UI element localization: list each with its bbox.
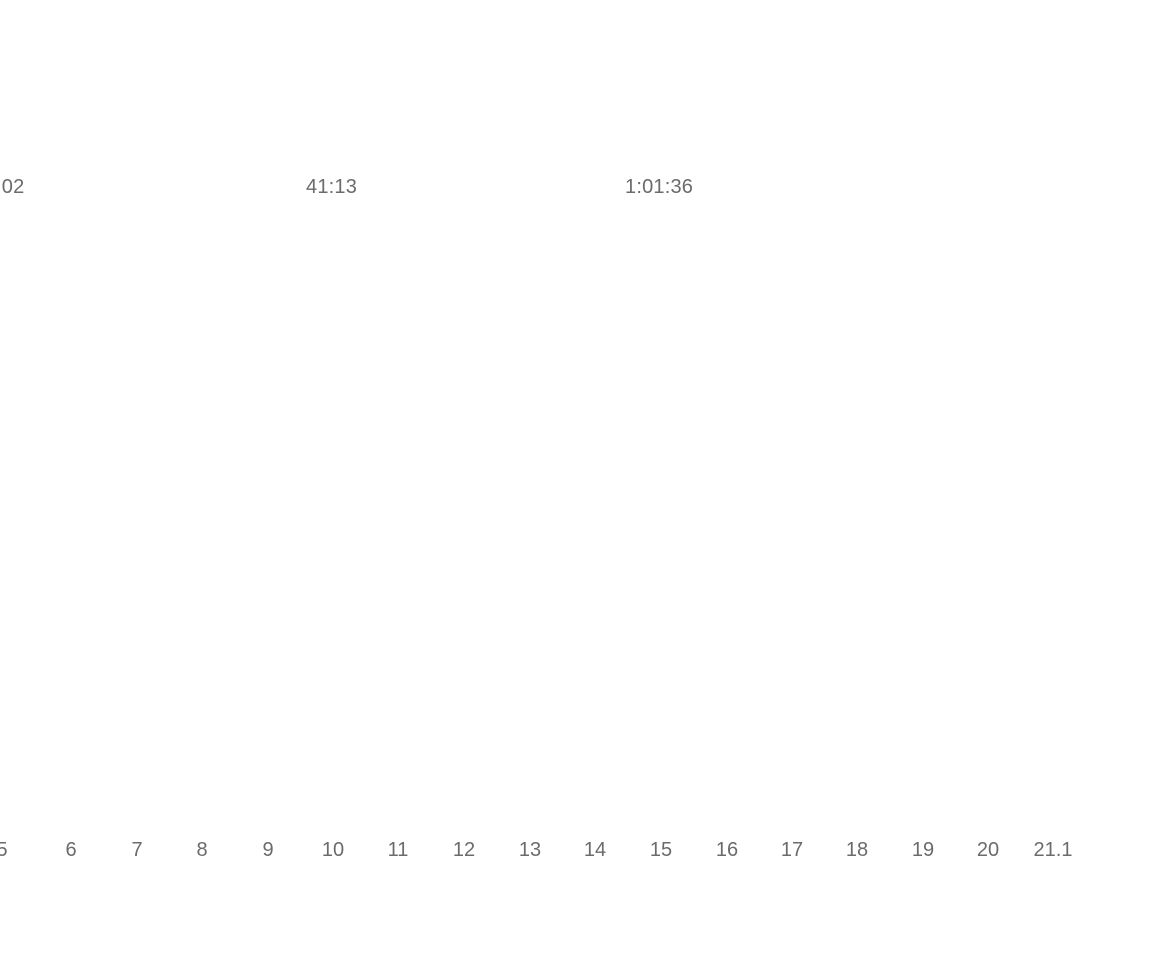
km-marker-label: 10 (321, 839, 345, 861)
km-marker-label: 19 (911, 839, 935, 861)
km-marker-label: 12 (452, 839, 476, 861)
km-marker-label: 5 (0, 839, 8, 861)
km-marker-label: 14 (583, 839, 607, 861)
split-time-label: 1:01:36 (625, 176, 694, 198)
split-time-label: :02 (0, 176, 25, 198)
km-marker-label: 17 (780, 839, 804, 861)
km-marker-label: 13 (518, 839, 542, 861)
km-marker-label: 6 (65, 839, 77, 861)
km-marker-label: 15 (649, 839, 673, 861)
split-time-label: 41:13 (306, 176, 358, 198)
km-marker-label: 9 (262, 839, 274, 861)
km-marker-label: 21.1 (1033, 839, 1073, 861)
km-marker-label: 7 (131, 839, 143, 861)
km-marker-label: 8 (196, 839, 208, 861)
km-marker-label: 20 (976, 839, 1000, 861)
km-marker-label: 11 (387, 839, 409, 861)
km-marker-label: 16 (715, 839, 739, 861)
km-marker-label: 18 (845, 839, 869, 861)
